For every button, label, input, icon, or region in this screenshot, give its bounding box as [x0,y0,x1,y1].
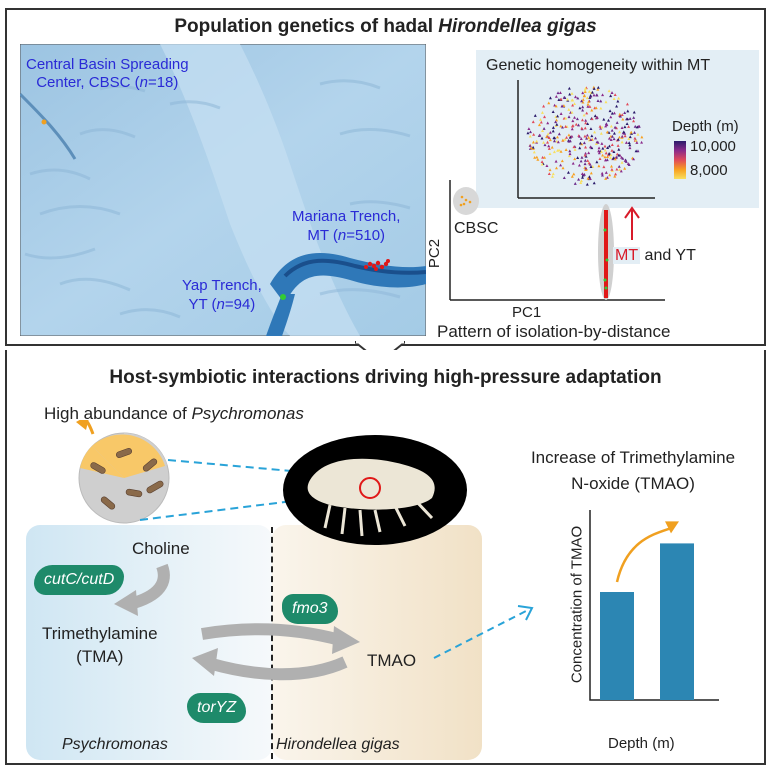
hirondellea-region [272,525,482,760]
pca-cbsc-label: CBSC [454,220,499,237]
map-label-mariana: Mariana Trench, MT (n=510) [292,208,401,244]
chart-xlabel: Depth (m) [608,735,675,752]
gene-cutcd: cutC/cutD [34,565,125,595]
bar-0 [600,592,634,700]
gene-fmo3: fmo3 [282,594,338,624]
inset-title: Genetic homogeneity within MT [486,57,711,74]
abundance-label: High abundance of Psychromonas [44,404,304,423]
tmao-to-chart-arrow [433,605,534,659]
hirondellea-label: Hirondellea gigas [276,736,400,753]
chart-title: Increase of Trimethylamine N-oxide (TMAO… [530,448,736,493]
pca-plot [449,180,665,301]
pathway-arrows [114,563,360,681]
top-title: Population genetics of hadal Hirondellea… [174,16,597,37]
tmao-bar-chart: 8,00010,000 [589,510,719,701]
pca-caption: Pattern of isolation-by-distance [437,322,671,341]
trend-arrowhead [665,521,679,534]
gene-toryz: torYZ [187,693,247,723]
tma-label: Trimethylamine (TMA) [42,624,158,666]
psychromonas-label: Psychromonas [62,736,168,753]
map-label-cbsc: Central Basin Spreading Center, CBSC (n=… [26,56,189,91]
map-label-yap: Yap Trench, YT (n=94) [182,277,262,313]
ocean-map [20,44,426,336]
trend-arrow [615,526,674,583]
divider-dashed [271,527,273,759]
seafloor-texture [24,79,411,319]
pca-ylabel: PC2 [426,238,444,269]
bar-1 [660,543,694,700]
pca-xlabel: PC1 [512,304,542,321]
depth-legend-high: 10,000 [690,138,736,155]
bottom-title: Host-symbiotic interactions driving high… [109,367,662,388]
choline-label: Choline [132,539,190,558]
microbe-and-amphipod [76,420,467,545]
chart-ylabel: Concentration of TMAO [568,525,586,684]
tmao-label: TMAO [367,651,417,670]
mt-sample-points [364,259,390,271]
cbsc-sample-point [41,119,47,125]
inset-scatter [517,80,655,199]
depth-legend-colorbar [674,141,686,179]
yt-sample-point [280,294,286,300]
pca-mt-yt-label: MT and YT [613,247,696,264]
depth-legend-low: 8,000 [690,162,728,179]
depth-legend-title: Depth (m) [672,118,739,135]
